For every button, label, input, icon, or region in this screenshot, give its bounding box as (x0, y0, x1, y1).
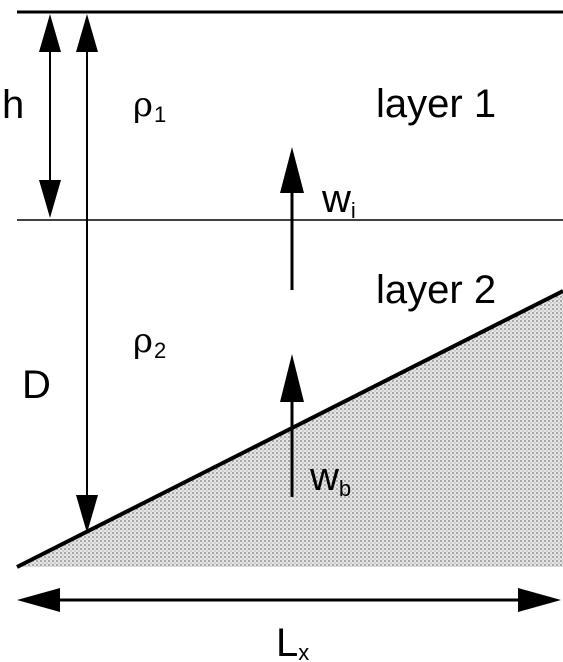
wi-label: wi (321, 177, 356, 223)
rho1-label: ρ1 (133, 85, 166, 127)
h-label: h (2, 83, 24, 127)
layer2-label: layer 2 (376, 268, 496, 312)
wb-subscript: b (339, 476, 351, 501)
h-dimension-arrow (39, 14, 61, 218)
wb-label: wb (309, 455, 351, 501)
rho1-subscript: 1 (154, 102, 166, 127)
D-dimension-arrow (76, 14, 98, 533)
Lx-dimension-arrow (17, 588, 561, 612)
Lx-label: Lx (276, 621, 309, 662)
rho1-symbol: ρ (133, 85, 153, 125)
rho2-label: ρ2 (133, 321, 166, 363)
Lx-symbol: L (276, 621, 298, 662)
sloping-bottom-line (16, 289, 563, 569)
rho2-symbol: ρ (133, 321, 153, 361)
wi-symbol: w (321, 177, 351, 221)
wb-symbol: w (309, 455, 339, 499)
wb-velocity-arrow (280, 354, 304, 497)
wi-subscript: i (351, 198, 356, 223)
layer1-label: layer 1 (376, 82, 496, 126)
rho2-subscript: 2 (154, 338, 166, 363)
wi-velocity-arrow (280, 147, 304, 290)
Lx-subscript: x (298, 640, 309, 662)
D-label: D (22, 363, 51, 407)
